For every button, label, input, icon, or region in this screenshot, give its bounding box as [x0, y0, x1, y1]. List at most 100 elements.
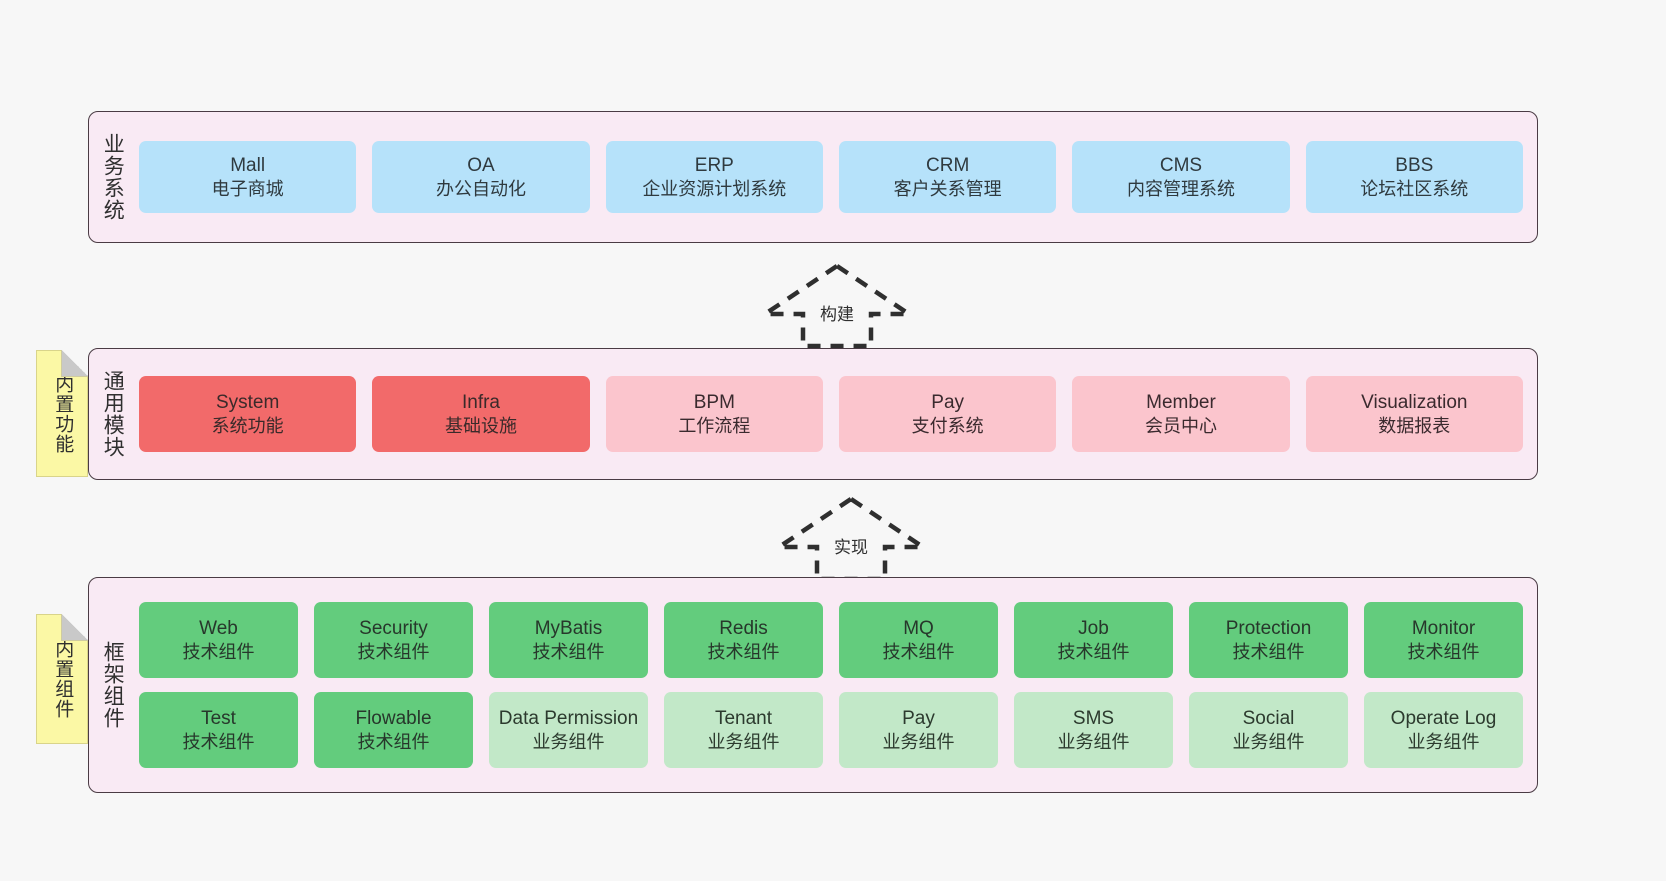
- card-title: System: [215, 391, 280, 413]
- layer-framework-components: 框架组件 Web 技术组件 Security 技术组件 MyBatis 技术组件…: [88, 577, 1538, 793]
- card-subtitle: 支付系统: [911, 415, 984, 436]
- card-title: Tenant: [714, 707, 773, 729]
- card-subtitle: 业务组件: [532, 731, 605, 752]
- card-subtitle: 技术组件: [882, 641, 955, 662]
- layer-body-framework-components: Web 技术组件 Security 技术组件 MyBatis 技术组件 Redi…: [135, 578, 1537, 792]
- card-title: MyBatis: [534, 617, 603, 639]
- card-subtitle: 技术组件: [357, 641, 430, 662]
- card-row: Web 技术组件 Security 技术组件 MyBatis 技术组件 Redi…: [139, 602, 1523, 678]
- card-security[interactable]: Security 技术组件: [314, 602, 473, 678]
- card-title: Job: [1078, 617, 1109, 639]
- card-crm[interactable]: CRM 客户关系管理: [838, 141, 1057, 213]
- card-mybatis[interactable]: MyBatis 技术组件: [489, 602, 648, 678]
- card-pay[interactable]: Pay 支付系统: [838, 376, 1057, 452]
- card-title: Visualization: [1361, 391, 1468, 413]
- card-data-permission[interactable]: Data Permission 业务组件: [489, 692, 648, 768]
- connector-realize-arrow: 实现: [775, 495, 927, 583]
- card-row: Mall 电子商城 OA 办公自动化 ERP 企业资源计划系统 CRM 客户关系…: [139, 141, 1523, 213]
- card-title: Test: [201, 707, 236, 729]
- card-mall[interactable]: Mall 电子商城: [139, 141, 357, 213]
- card-subtitle: 技术组件: [1057, 641, 1130, 662]
- card-system[interactable]: System 系统功能: [139, 376, 357, 452]
- card-visualization[interactable]: Visualization 数据报表: [1305, 376, 1523, 452]
- card-subtitle: 内容管理系统: [1126, 178, 1235, 199]
- card-subtitle: 业务组件: [1057, 731, 1130, 752]
- card-infra[interactable]: Infra 基础设施: [372, 376, 590, 452]
- card-subtitle: 业务组件: [707, 731, 780, 752]
- card-title: Social: [1242, 707, 1295, 729]
- card-title: Web: [199, 617, 238, 639]
- card-mq[interactable]: MQ 技术组件: [839, 602, 998, 678]
- layer-body-common-modules: System 系统功能 Infra 基础设施 BPM 工作流程 Pay 支付系统…: [135, 349, 1537, 479]
- card-subtitle: 会员中心: [1144, 415, 1217, 436]
- connector-realize-label: 实现: [834, 538, 868, 557]
- card-subtitle: 技术组件: [1232, 641, 1305, 662]
- layer-title-framework-components: 框架组件: [101, 641, 125, 729]
- card-subtitle: 工作流程: [678, 415, 751, 436]
- card-title: CMS: [1159, 154, 1203, 176]
- card-row: System 系统功能 Infra 基础设施 BPM 工作流程 Pay 支付系统…: [139, 376, 1523, 452]
- card-subtitle: 论坛社区系统: [1360, 178, 1469, 199]
- card-sms[interactable]: SMS 业务组件: [1014, 692, 1173, 768]
- layer-business-systems: 业务系统 Mall 电子商城 OA 办公自动化 ERP 企业资源计划系统 CRM…: [88, 111, 1538, 243]
- card-pay-business[interactable]: Pay 业务组件: [839, 692, 998, 768]
- layer-body-business-systems: Mall 电子商城 OA 办公自动化 ERP 企业资源计划系统 CRM 客户关系…: [135, 112, 1537, 242]
- card-subtitle: 办公自动化: [435, 178, 526, 199]
- card-erp[interactable]: ERP 企业资源计划系统: [605, 141, 823, 213]
- card-protection[interactable]: Protection 技术组件: [1189, 602, 1348, 678]
- card-operate-log[interactable]: Operate Log 业务组件: [1364, 692, 1523, 768]
- card-monitor[interactable]: Monitor 技术组件: [1364, 602, 1523, 678]
- card-subtitle: 电子商城: [211, 178, 284, 199]
- card-subtitle: 业务组件: [1232, 731, 1305, 752]
- card-title: BBS: [1395, 154, 1434, 176]
- card-job[interactable]: Job 技术组件: [1014, 602, 1173, 678]
- card-subtitle: 系统功能: [211, 415, 284, 436]
- card-test[interactable]: Test 技术组件: [139, 692, 298, 768]
- card-title: Pay: [902, 707, 935, 729]
- card-subtitle: 技术组件: [707, 641, 780, 662]
- card-bbs[interactable]: BBS 论坛社区系统: [1305, 141, 1523, 213]
- card-title: Flowable: [355, 707, 432, 729]
- card-social[interactable]: Social 业务组件: [1189, 692, 1348, 768]
- card-title: ERP: [694, 154, 734, 176]
- card-title: Monitor: [1411, 617, 1476, 639]
- card-subtitle: 技术组件: [182, 641, 255, 662]
- card-title: Protection: [1225, 617, 1312, 639]
- card-member[interactable]: Member 会员中心: [1072, 376, 1290, 452]
- card-title: Mall: [230, 154, 266, 176]
- card-row: Test 技术组件 Flowable 技术组件 Data Permission …: [139, 692, 1523, 768]
- card-subtitle: 技术组件: [1407, 641, 1480, 662]
- layer-common-modules: 通用模块 System 系统功能 Infra 基础设施 BPM 工作流程 Pay…: [88, 348, 1538, 480]
- card-redis[interactable]: Redis 技术组件: [664, 602, 823, 678]
- card-subtitle: 业务组件: [882, 731, 955, 752]
- layer-title-common-modules: 通用模块: [101, 370, 125, 458]
- card-tenant[interactable]: Tenant 业务组件: [664, 692, 823, 768]
- card-title: SMS: [1072, 707, 1115, 729]
- card-title: CRM: [926, 154, 970, 176]
- card-title: Security: [359, 617, 428, 639]
- layer-title-business-systems: 业务系统: [101, 133, 125, 221]
- card-bpm[interactable]: BPM 工作流程: [605, 376, 823, 452]
- card-subtitle: 技术组件: [532, 641, 605, 662]
- card-title: Redis: [719, 617, 768, 639]
- sticky-note-builtin-components: 内置组件: [36, 614, 88, 744]
- connector-build-arrow: 构建: [761, 262, 913, 350]
- card-subtitle: 技术组件: [357, 731, 430, 752]
- card-title: Data Permission: [498, 707, 639, 729]
- card-web[interactable]: Web 技术组件: [139, 602, 298, 678]
- card-title: OA: [467, 154, 495, 176]
- card-subtitle: 数据报表: [1378, 415, 1451, 436]
- card-flowable[interactable]: Flowable 技术组件: [314, 692, 473, 768]
- card-oa[interactable]: OA 办公自动化: [372, 141, 590, 213]
- card-title: Infra: [461, 391, 500, 413]
- card-cms[interactable]: CMS 内容管理系统: [1072, 141, 1290, 213]
- card-subtitle: 技术组件: [182, 731, 255, 752]
- sticky-note-builtin-features: 内置功能: [36, 350, 88, 477]
- card-title: Operate Log: [1390, 707, 1497, 729]
- card-subtitle: 业务组件: [1407, 731, 1480, 752]
- card-title: BPM: [693, 391, 735, 413]
- card-subtitle: 基础设施: [444, 415, 517, 436]
- card-title: MQ: [903, 617, 934, 639]
- card-subtitle: 客户关系管理: [893, 178, 1002, 199]
